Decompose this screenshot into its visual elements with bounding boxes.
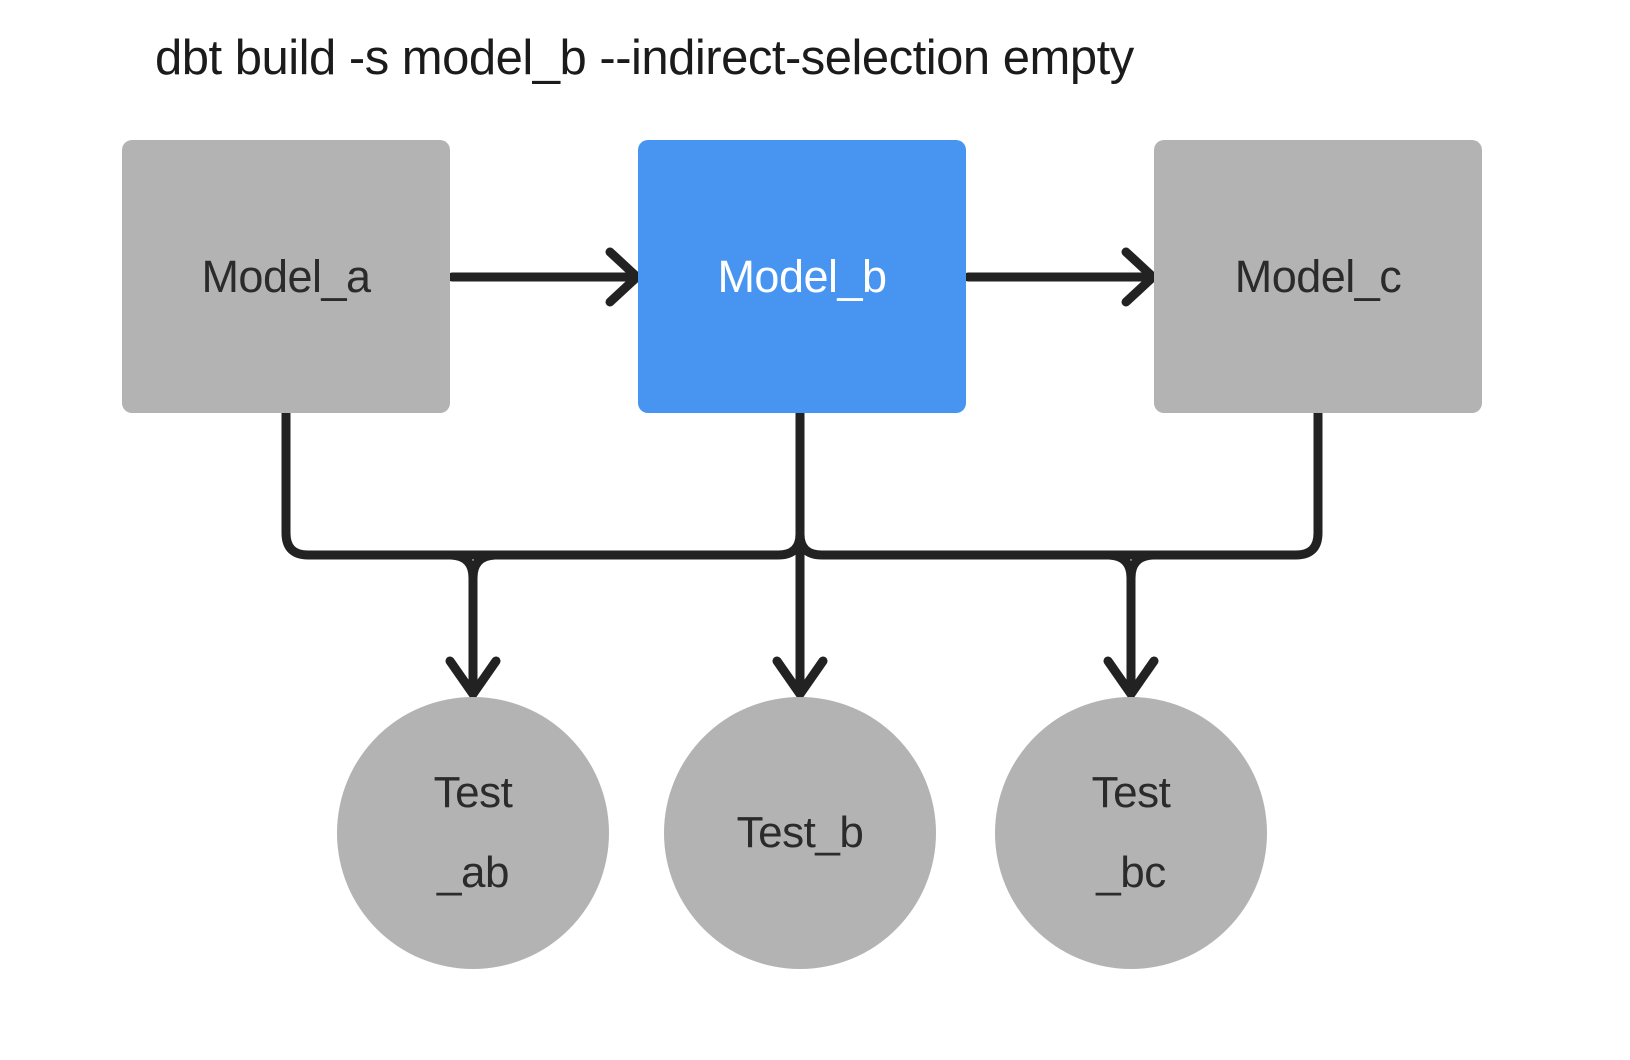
node-model-c: Model_c: [1154, 140, 1482, 413]
edge-model-c-bus: [795, 408, 1323, 560]
node-test-b-label: Test_b: [736, 808, 864, 857]
diagram-title: dbt build -s model_b --indirect-selectio…: [155, 31, 1134, 85]
arrow-model-a-to-model-b: [447, 247, 642, 307]
node-model-a: Model_a: [122, 140, 450, 413]
arrow-model-b-to-model-c: [963, 247, 1158, 307]
node-test-b: Test_b: [664, 697, 936, 969]
node-model-b-selected: Model_b: [638, 140, 966, 413]
node-test-ab-label-line1: Test: [433, 768, 513, 817]
node-model-c-label: Model_c: [1234, 250, 1402, 302]
node-test-bc-label-line1: Test: [1091, 768, 1171, 817]
node-model-b-label: Model_b: [717, 250, 887, 302]
node-model-a-label: Model_a: [201, 250, 371, 302]
arrow-bus-to-test-bc: [1103, 550, 1159, 699]
node-test-ab: Test _ab: [337, 697, 609, 969]
node-test-bc: Test _bc: [995, 697, 1267, 969]
node-test-ab-label-line2: _ab: [437, 848, 509, 897]
arrow-model-b-to-test-b: [772, 408, 828, 699]
arrow-bus-to-test-ab: [445, 550, 501, 699]
edge-model-a-bus: [281, 408, 805, 560]
node-test-bc-label-line2: _bc: [1096, 848, 1166, 897]
